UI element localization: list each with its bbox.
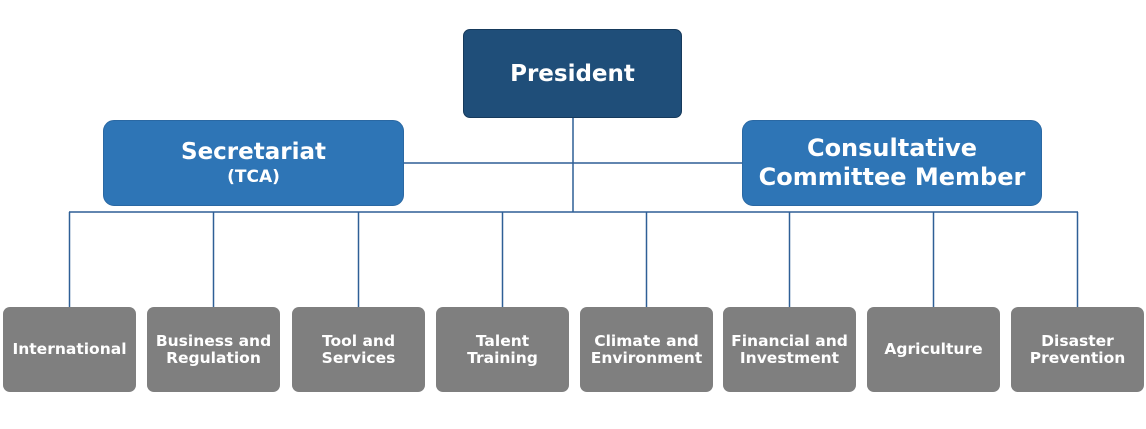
department-label-line: Talent <box>475 331 530 350</box>
department-label-line: Financial and <box>731 331 848 350</box>
department-label-line: Regulation <box>166 348 261 367</box>
consultative-committee-box: Consultative Committee Member <box>742 120 1042 206</box>
department-label-line: Agriculture <box>884 340 983 358</box>
department-box: Agriculture <box>867 307 1000 392</box>
consultative-title-line1: Consultative <box>806 134 978 162</box>
department-label-line: Climate and <box>594 331 699 350</box>
department-label-line: Training <box>467 348 538 367</box>
consultative-title-line2: Committee Member <box>758 163 1026 191</box>
department-label-line: Investment <box>739 348 840 367</box>
department-label-line: International <box>12 340 127 358</box>
secretariat-subtitle: (TCA) <box>227 167 280 187</box>
department-label-line: Services <box>321 348 396 367</box>
president-box: President <box>463 29 682 118</box>
secretariat-box: Secretariat (TCA) <box>103 120 404 206</box>
department-label-line: Disaster <box>1041 331 1114 350</box>
president-label: President <box>510 60 635 87</box>
department-label-line: Tool and <box>321 331 396 350</box>
secretariat-title: Secretariat <box>181 139 326 165</box>
department-label-line: Business and <box>155 331 272 350</box>
department-label-line: Environment <box>590 348 703 367</box>
department-box: International <box>3 307 136 392</box>
department-label-line: Prevention <box>1029 348 1126 367</box>
